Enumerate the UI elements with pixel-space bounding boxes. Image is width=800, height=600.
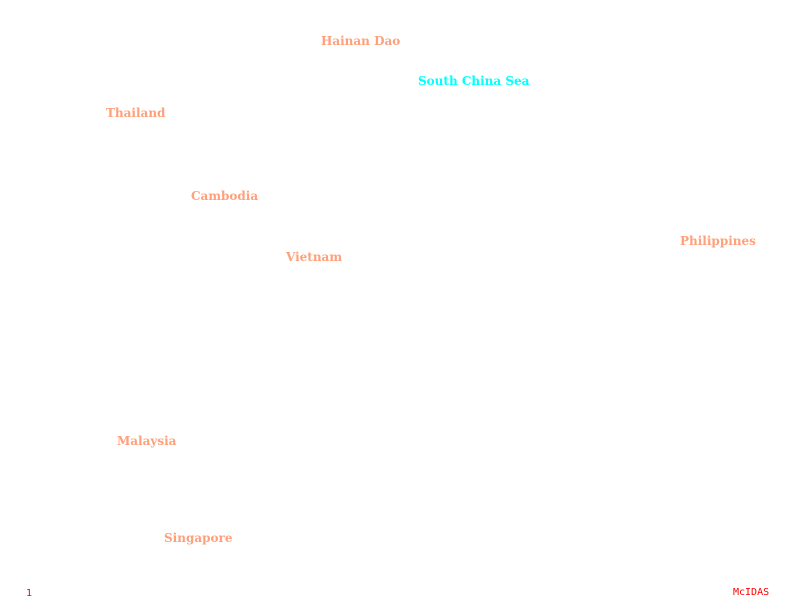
- label-cambodia: Cambodia: [191, 189, 259, 203]
- label-south-china-sea: South China Sea: [418, 74, 530, 88]
- label-philippines: Philippines: [680, 234, 756, 248]
- mcidas-brand: McIDAS: [733, 587, 770, 598]
- frame-number: 1: [26, 588, 33, 599]
- label-thailand: Thailand: [106, 106, 166, 120]
- label-hainan-dao: Hainan Dao: [321, 34, 401, 48]
- label-vietnam: Vietnam: [286, 250, 343, 264]
- label-malaysia: Malaysia: [117, 434, 177, 448]
- label-singapore: Singapore: [164, 531, 233, 545]
